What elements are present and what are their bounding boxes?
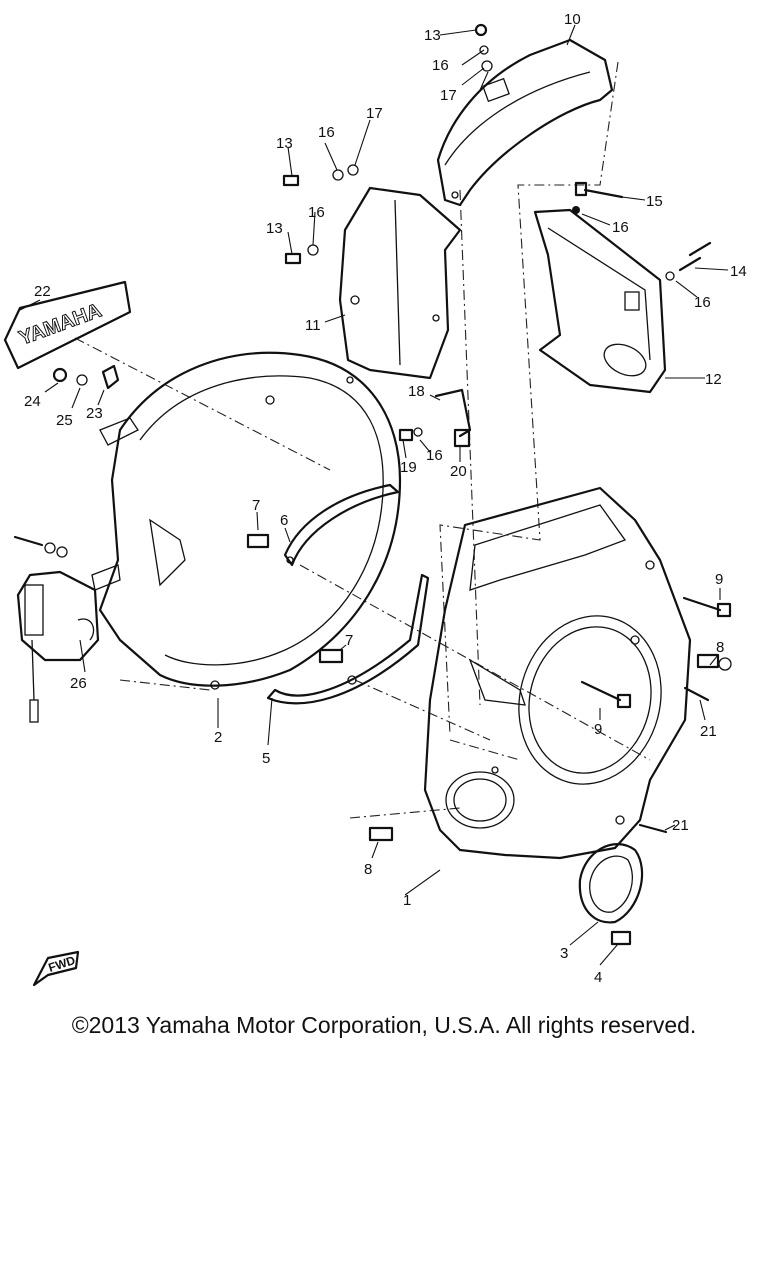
part-12-plate: [533, 208, 667, 394]
label-15: 15: [646, 193, 663, 210]
label-24: 24: [24, 393, 41, 410]
fwd-arrow: FWD: [32, 950, 80, 987]
label-16c: 16: [308, 204, 325, 221]
part-6-arc-bracket: [283, 483, 400, 567]
label-13a: 13: [424, 27, 441, 44]
label-22: 22: [34, 283, 51, 300]
label-16a: 16: [432, 57, 449, 74]
label-8b: 8: [364, 861, 372, 878]
label-23: 23: [86, 405, 103, 422]
part-3-ring: [578, 843, 644, 924]
label-4: 4: [594, 969, 602, 986]
label-2: 2: [214, 729, 222, 746]
label-6: 6: [280, 512, 288, 529]
assembly-lines: [74, 61, 651, 819]
part-26-coil: [16, 570, 100, 723]
label-21b: 21: [672, 817, 689, 834]
label-16d: 16: [612, 219, 629, 236]
label-9b: 9: [594, 721, 602, 738]
label-10: 10: [564, 11, 581, 28]
label-20: 20: [450, 463, 467, 480]
label-21a: 21: [700, 723, 717, 740]
label-8a: 8: [716, 639, 724, 656]
part-11-cover: [338, 186, 462, 380]
part-22-decal: YAMAHA: [3, 280, 132, 370]
label-12: 12: [705, 371, 722, 388]
decal-text: YAMAHA: [16, 300, 104, 350]
label-3: 3: [560, 945, 568, 962]
label-9a: 9: [715, 571, 723, 588]
part-10-top-cover: [436, 38, 614, 207]
copyright-notice: ©2013 Yamaha Motor Corporation, U.S.A. A…: [71, 1012, 697, 1038]
label-16e: 16: [694, 294, 711, 311]
label-17a: 17: [440, 87, 457, 104]
leader-lines: [19, 24, 729, 966]
exploded-parts-diagram: YAMAHA: [3, 11, 747, 987]
label-11: 11: [305, 317, 321, 334]
label-5: 5: [262, 750, 270, 767]
label-14: 14: [730, 263, 747, 280]
label-26: 26: [70, 675, 87, 692]
label-16f: 16: [426, 447, 443, 464]
label-18: 18: [408, 383, 425, 400]
label-25: 25: [56, 412, 73, 429]
label-13b: 13: [276, 135, 293, 152]
part-2-fan-cover: [91, 351, 402, 690]
label-16b: 16: [318, 124, 335, 141]
label-17b: 17: [366, 105, 383, 122]
part-1-main-housing: [423, 486, 692, 860]
label-7b: 7: [345, 632, 353, 649]
label-19: 19: [400, 459, 417, 476]
part-5-arc-bracket: [266, 573, 430, 705]
label-7a: 7: [252, 497, 260, 514]
label-13c: 13: [266, 220, 283, 237]
fasteners: [13, 23, 732, 946]
label-1: 1: [403, 892, 411, 909]
part-labels: 1 2 3 4 5 6 7 7 8 8 9 9 10 11 12 13 13 1…: [24, 11, 747, 986]
